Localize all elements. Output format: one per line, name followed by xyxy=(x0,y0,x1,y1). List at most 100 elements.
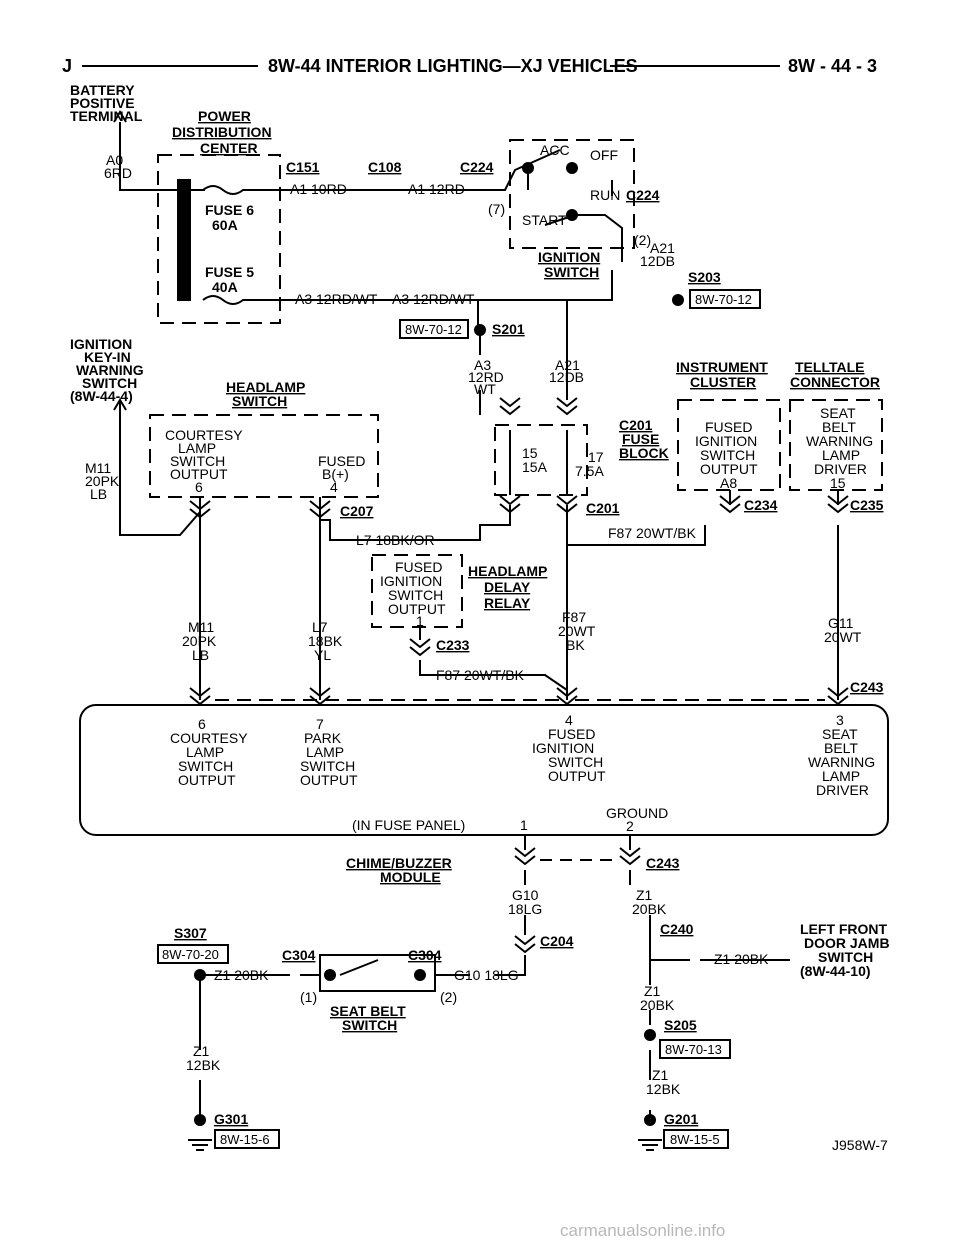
ref-s307: 8W-70-20 xyxy=(162,947,219,962)
ref-g201: 8W-15-5 xyxy=(670,1132,720,1147)
keyin-line-1: IGNITION xyxy=(70,336,132,352)
headlamp-switch-name-1: HEADLAMP xyxy=(226,379,305,395)
relay-text-1: FUSED xyxy=(395,559,442,575)
fuse15-num: 15 xyxy=(522,445,538,461)
c201-bot: C201 xyxy=(586,500,620,516)
relay-name-3: RELAY xyxy=(484,595,531,611)
m-p4-2: IGNITION xyxy=(532,740,594,756)
ic-name-2: CLUSTER xyxy=(690,374,756,390)
tt-text-4: LAMP xyxy=(822,447,860,463)
page-number: 8W - 44 - 3 xyxy=(788,56,877,76)
a3-circuit: A3 xyxy=(474,357,491,373)
c243-top: C243 xyxy=(850,679,884,695)
g201-label: G201 xyxy=(664,1111,698,1127)
a21-gauge: 12DB xyxy=(640,253,675,269)
m11b-circuit: M11 xyxy=(188,619,214,635)
m-p6-2: LAMP xyxy=(186,744,224,760)
f87c-gauge: 20WT xyxy=(558,623,596,639)
m-p3-5: DRIVER xyxy=(816,782,869,798)
hs-pin-6: 6 xyxy=(195,479,203,495)
c207-label: C207 xyxy=(340,503,374,519)
ic-name-1: INSTRUMENT xyxy=(676,359,768,375)
ign-start: START xyxy=(522,212,567,228)
ref-s203: 8W-70-12 xyxy=(695,292,752,307)
keyin-line-4: SWITCH xyxy=(82,375,137,391)
sbs-pin-2: (2) xyxy=(440,989,457,1005)
c201-top: C201 xyxy=(619,417,653,433)
c304-left: C304 xyxy=(282,947,316,963)
z1a-gauge: 20BK xyxy=(632,901,667,917)
c243-bot: C243 xyxy=(646,855,680,871)
m-p7-0: 7 xyxy=(316,716,324,732)
g10-18lg: G10 18LG xyxy=(454,967,519,983)
z1c-circuit: Z1 xyxy=(652,1067,669,1083)
m-p6-4: OUTPUT xyxy=(178,772,236,788)
battery-line-3: TERMINAL xyxy=(70,108,143,124)
m-p7-3: SWITCH xyxy=(300,758,355,774)
ic-text-1: FUSED xyxy=(705,419,752,435)
m11b-color: LB xyxy=(192,647,209,663)
a1-12rd: A1 12RD xyxy=(408,181,465,197)
watermark: carmanualsonline.info xyxy=(560,1221,725,1240)
m-p7-1: PARK xyxy=(304,730,342,746)
page-header: J 8W-44 INTERIOR LIGHTING—XJ VEHICLES 8W… xyxy=(62,56,877,76)
m-p4-0: 4 xyxy=(565,712,573,728)
a3-gauge: 12RD xyxy=(468,369,504,385)
chime-buzzer-module-box: 6 COURTESY LAMP SWITCH OUTPUT 7 PARK LAM… xyxy=(170,712,875,834)
pdc-title-3: CENTER xyxy=(200,140,258,156)
ground-symbol-g301 xyxy=(187,1139,213,1151)
ref-boxes xyxy=(157,289,761,1149)
tt-name-1: TELLTALE xyxy=(795,359,864,375)
a21-down-circuit: A21 xyxy=(555,357,580,373)
relay-name-2: DELAY xyxy=(484,579,531,595)
m-p3-4: LAMP xyxy=(822,768,860,784)
z1-20bk-left: Z1 20BK xyxy=(214,967,269,983)
sbs-pin-1: (1) xyxy=(300,989,317,1005)
relay-text-4: OUTPUT xyxy=(388,601,446,617)
g301-label: G301 xyxy=(214,1111,248,1127)
pin-2: (2) xyxy=(634,232,651,248)
z1c-gauge: 12BK xyxy=(646,1081,681,1097)
z1d-circuit: Z1 xyxy=(193,1043,210,1059)
z1-20bk-right: Z1 20BK xyxy=(714,951,769,967)
c108-label: C108 xyxy=(368,159,402,175)
m-in-fuse-panel: (IN FUSE PANEL) xyxy=(352,817,465,833)
figure-id: J958W-7 xyxy=(832,1137,888,1153)
a21-circuit: A21 xyxy=(650,240,675,256)
header-letter: J xyxy=(62,56,72,76)
battery-line-1: BATTERY xyxy=(70,82,135,98)
page-title: 8W-44 INTERIOR LIGHTING—XJ VEHICLES xyxy=(268,56,638,76)
ref-g301: 8W-15-6 xyxy=(220,1132,270,1147)
fuse5-rating: 40A xyxy=(212,279,238,295)
f87c-circuit: F87 xyxy=(562,609,586,625)
m-p1: 1 xyxy=(520,817,528,833)
f87-wire-2: F87 20WT/BK xyxy=(436,667,525,683)
fuse15-rating: 15A xyxy=(522,459,548,475)
f87c-color: BK xyxy=(566,637,585,653)
m11-color: LB xyxy=(90,486,107,502)
m-p4-1: FUSED xyxy=(548,726,595,742)
a21-down-gauge: 12DB xyxy=(549,369,584,385)
lfdj-1: LEFT FRONT xyxy=(800,921,888,937)
pdc-title-1: POWER xyxy=(198,108,251,124)
m-p6-1: COURTESY xyxy=(170,730,248,746)
seat-belt-switch-name-1: SEAT BELT xyxy=(330,1003,406,1019)
a0-gauge: 6RD xyxy=(104,165,132,181)
pdc-title-2: DISTRIBUTION xyxy=(172,124,272,140)
s205-label: S205 xyxy=(664,1017,697,1033)
hs-pin-4: 4 xyxy=(330,479,338,495)
pin-7: (7) xyxy=(488,201,505,217)
fuse-block-name-2: BLOCK xyxy=(619,445,669,461)
l7-gauge: 18BK xyxy=(308,633,343,649)
headlamp-switch-name-2: SWITCH xyxy=(232,393,287,409)
s201-label: S201 xyxy=(492,321,525,337)
tt-text-3: WARNING xyxy=(806,433,873,449)
relay-text-3: SWITCH xyxy=(388,587,443,603)
m-p3-1: SEAT xyxy=(822,726,858,742)
relay-pin: 1 xyxy=(416,613,424,629)
keyin-line-3: WARNING xyxy=(76,362,144,378)
lfdj-4: (8W-44-10) xyxy=(800,963,871,979)
courtesy-2: LAMP xyxy=(178,440,216,456)
fuse-block-name-1: FUSE xyxy=(622,431,659,447)
